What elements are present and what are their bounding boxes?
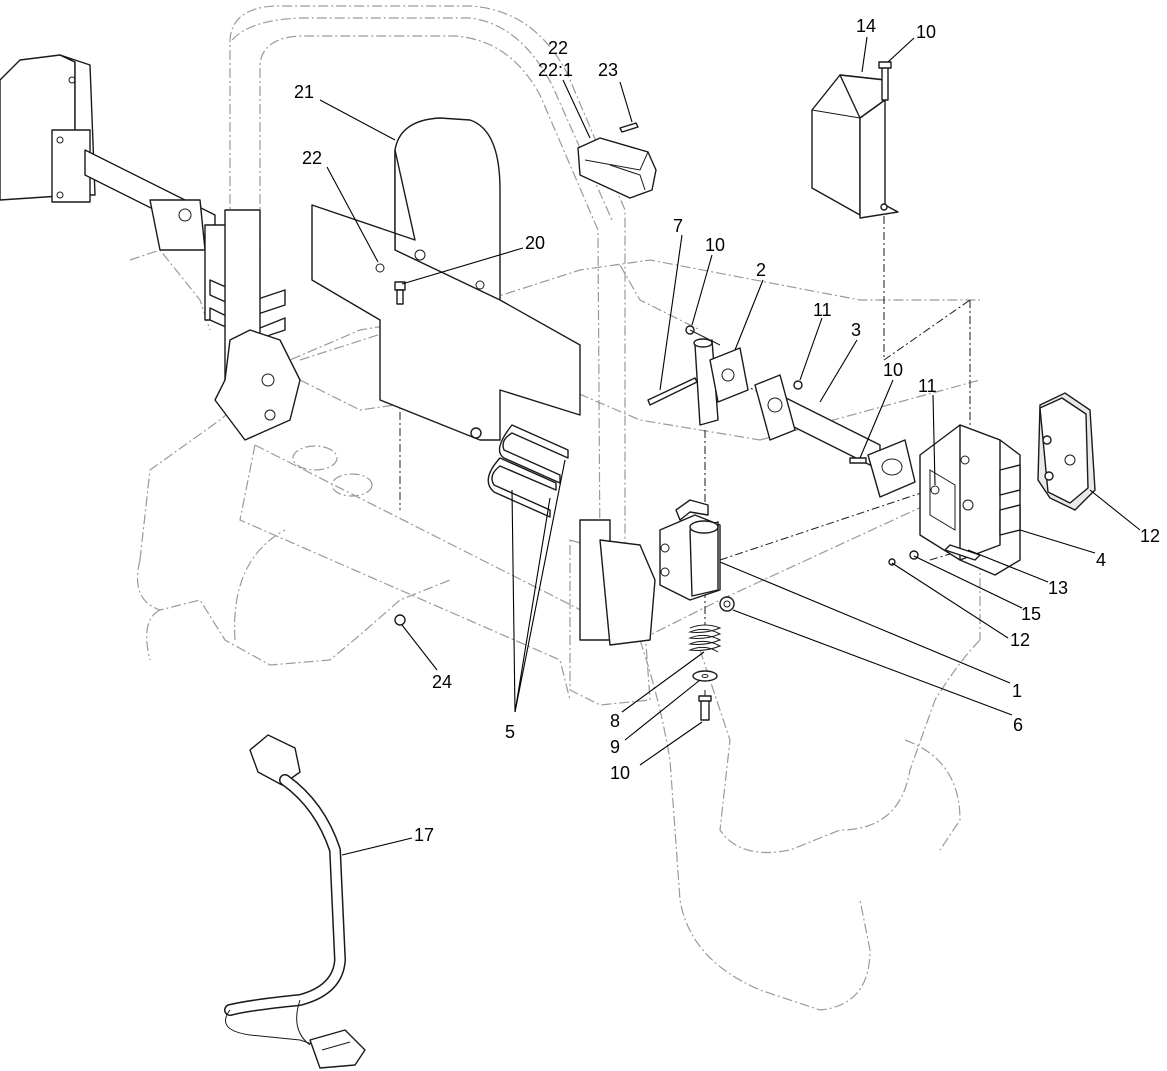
- lamp-part-22: [577, 122, 657, 199]
- small-hardware-nuts: [888, 550, 919, 566]
- u-bolts-part-5: [487, 424, 569, 518]
- light-guard-part-14: [811, 61, 899, 219]
- nut-part-24: [394, 614, 406, 626]
- callout-21: 21: [294, 82, 314, 102]
- callout-6: 6: [1013, 715, 1023, 735]
- bolt-part-20: [394, 281, 406, 305]
- callout-17: 17: [414, 825, 434, 845]
- callout-15: 15: [1021, 604, 1041, 624]
- callout-10-mid: 10: [705, 235, 725, 255]
- callout-11-b: 11: [918, 376, 937, 396]
- callout-23: 23: [598, 60, 618, 80]
- callout-10-top: 10: [916, 22, 936, 42]
- callout-14: 14: [856, 16, 876, 36]
- callout-3: 3: [851, 320, 861, 340]
- tube-part-3: [754, 374, 916, 498]
- callout-12-light: 12: [1140, 526, 1160, 546]
- callout-20: 20: [525, 233, 545, 253]
- callout-7: 7: [673, 216, 683, 236]
- callout-5: 5: [505, 722, 515, 742]
- pivot-bracket-part-1: [659, 499, 721, 601]
- wire-harness-part-17: [224, 734, 366, 1069]
- callout-labels: 22 22:1 23 14 10 21 22 20 7 10 2 11 3 10…: [294, 16, 1160, 845]
- callout-1: 1: [1012, 681, 1022, 701]
- callout-22-left: 22: [302, 148, 322, 168]
- leader-lines: [319, 36, 1141, 856]
- callout-10-right: 10: [883, 360, 903, 380]
- callout-2: 2: [756, 260, 766, 280]
- callout-24: 24: [432, 672, 452, 692]
- nut-part-6: [719, 596, 735, 612]
- callout-8: 8: [610, 711, 620, 731]
- spring-part-8: [688, 624, 722, 653]
- machine-phantom-outline: [129, 5, 981, 1011]
- washer-part-9: [692, 670, 718, 682]
- callout-22-top: 22: [548, 38, 568, 58]
- light-bracket-part-4: [919, 424, 1021, 576]
- callout-12-nut: 12: [1010, 630, 1030, 650]
- callout-9: 9: [610, 737, 620, 757]
- callout-22-1: 22:1: [538, 60, 573, 80]
- pin-part-7: [647, 377, 698, 406]
- callout-11-a: 11: [813, 300, 832, 320]
- mounting-plate-part-21: [311, 117, 581, 441]
- bolt-part-10: [698, 695, 712, 721]
- callout-10-bottom: 10: [610, 763, 630, 783]
- work-light-part-12: [1037, 392, 1096, 511]
- pivot-post-part-2: [685, 325, 749, 426]
- callout-13: 13: [1048, 578, 1068, 598]
- roll-bar-tube: [214, 209, 656, 646]
- callout-4: 4: [1096, 550, 1106, 570]
